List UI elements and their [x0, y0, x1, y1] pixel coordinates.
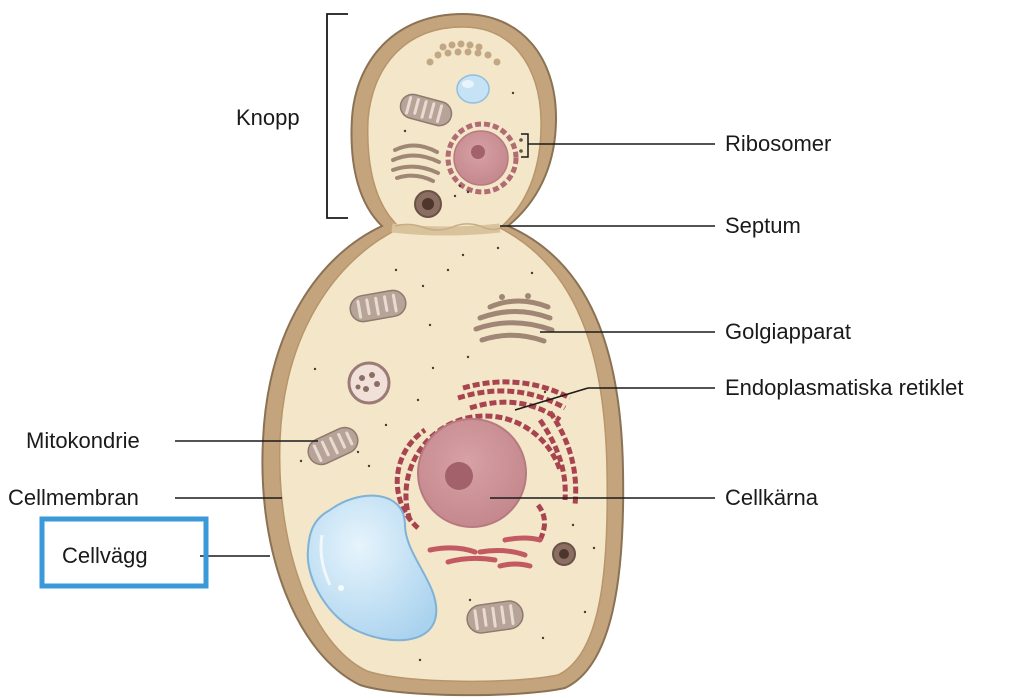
- label-cellmembran: Cellmembran: [8, 485, 139, 510]
- vesicle: [349, 363, 389, 403]
- label-knopp: Knopp: [236, 105, 300, 130]
- label-mitokondrie: Mitokondrie: [26, 428, 140, 453]
- label-endoplasmatiska-retiklet: Endoplasmatiska retiklet: [725, 375, 963, 400]
- label-cellvagg: Cellvägg: [62, 543, 148, 568]
- label-septum: Septum: [725, 213, 801, 238]
- label-cellkarna: Cellkärna: [725, 485, 819, 510]
- nucleus: [418, 419, 526, 527]
- bud-vacuole: [457, 75, 489, 103]
- label-golgiapparat: Golgiapparat: [725, 319, 851, 344]
- knopp-bracket: [327, 14, 348, 218]
- label-ribosomer: Ribosomer: [725, 131, 831, 156]
